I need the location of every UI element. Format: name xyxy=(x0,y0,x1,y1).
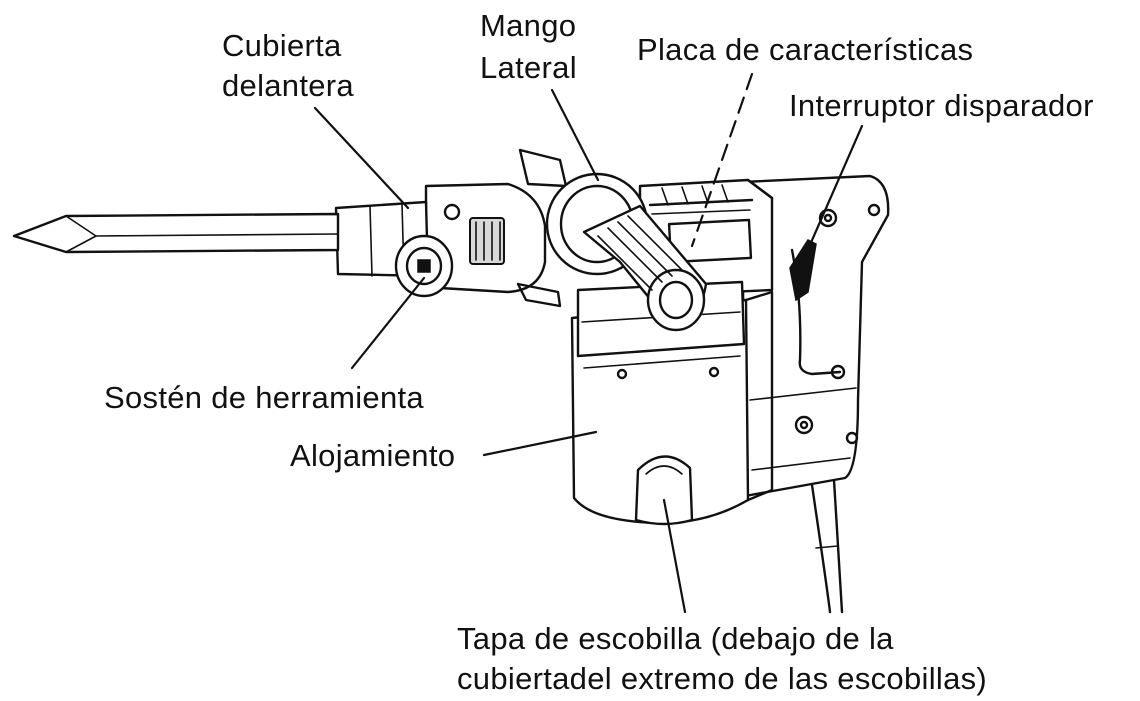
leader-mango-lateral xyxy=(550,88,600,182)
trigger-switch xyxy=(789,239,817,302)
power-cord xyxy=(810,478,844,614)
chisel-bit xyxy=(12,212,340,254)
rear-handle xyxy=(740,174,890,498)
leader-lines xyxy=(313,72,864,614)
leader-sosten-herramienta xyxy=(350,276,426,370)
label-alojamiento: Alojamiento xyxy=(290,438,455,473)
rotary-hammer-illustration xyxy=(12,148,890,614)
leader-tapa-escobilla xyxy=(662,498,687,614)
label-placa-caracteristicas: Placa de características xyxy=(637,32,973,67)
leader-alojamiento xyxy=(482,430,598,457)
leader-cubierta-delantera xyxy=(313,106,410,210)
label-tapa-escobilla: Tapa de escobilla (debajo de la cubierta… xyxy=(457,621,987,696)
leader-placa-caracteristicas xyxy=(690,72,754,248)
tool-holder xyxy=(394,234,454,298)
motor-housing xyxy=(570,280,774,525)
side-handle xyxy=(545,172,708,332)
part-labels: Cubierta delantera Mango Lateral Placa d… xyxy=(104,8,1094,696)
label-interruptor-disparador: Interruptor disparador xyxy=(789,88,1094,123)
label-mango-lateral: Mango Lateral xyxy=(480,8,585,85)
gear-housing xyxy=(424,148,568,308)
label-sosten-herramienta: Sostén de herramienta xyxy=(104,380,424,415)
leader-interruptor-disparador xyxy=(804,124,864,256)
brush-cap xyxy=(634,455,694,526)
label-cubierta-delantera: Cubierta delantera xyxy=(222,28,354,103)
